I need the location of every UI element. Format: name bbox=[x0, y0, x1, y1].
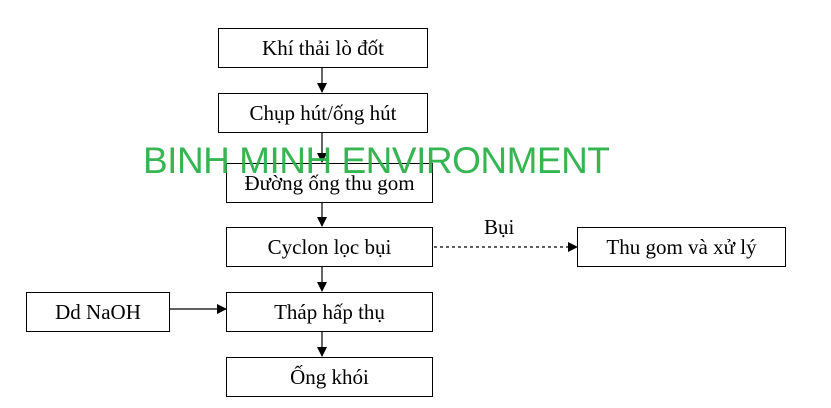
node-hood: Chụp hút/ống hút bbox=[218, 93, 428, 133]
node-chimney: Ống khói bbox=[226, 357, 433, 397]
node-cyclone-label: Cyclon lọc bụi bbox=[267, 234, 392, 259]
node-dust-disposal: Thu gom và xử lý bbox=[577, 227, 786, 267]
node-collection-duct-label: Đường ống thu gom bbox=[244, 170, 415, 195]
node-collection-duct: Đường ống thu gom bbox=[226, 163, 433, 203]
node-dust-disposal-label: Thu gom và xử lý bbox=[606, 234, 757, 259]
node-flue-gas-label: Khí thải lò đốt bbox=[262, 35, 384, 60]
node-chimney-label: Ống khói bbox=[290, 364, 369, 389]
node-absorption-tower-label: Tháp hấp thụ bbox=[274, 299, 385, 324]
node-flue-gas: Khí thải lò đốt bbox=[218, 28, 428, 68]
node-absorption-tower: Tháp hấp thụ bbox=[226, 292, 433, 332]
edge-label-dust: Bụi bbox=[484, 215, 515, 239]
node-naoh-label: Dd NaOH bbox=[55, 299, 141, 324]
node-hood-label: Chụp hút/ống hút bbox=[249, 100, 397, 125]
node-cyclone: Cyclon lọc bụi bbox=[226, 227, 433, 267]
node-naoh: Dd NaOH bbox=[26, 292, 170, 332]
